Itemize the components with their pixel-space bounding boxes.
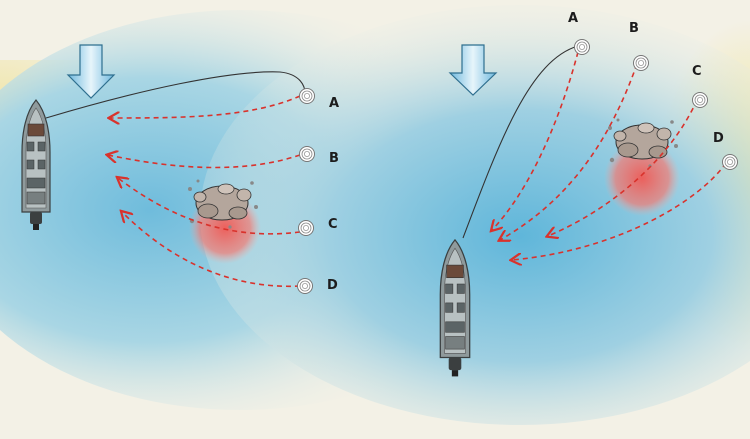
lure-splash-icon [297, 278, 313, 294]
current-arrow-icon [66, 44, 116, 99]
lure-splash-icon [298, 220, 314, 236]
retrieve-path-left-d [122, 212, 301, 288]
label-left-c: C [328, 217, 338, 232]
label-left-a: A [329, 96, 339, 111]
label-right-c: C [692, 64, 702, 79]
hot-zone-right [604, 140, 680, 216]
label-right-d: D [713, 131, 724, 146]
retrieve-path-right-b [500, 63, 638, 240]
label-right-a: A [568, 11, 578, 26]
label-left-d: D [327, 278, 338, 293]
lure-splash-icon [633, 55, 649, 71]
fishing-line-left [45, 71, 306, 119]
fishing-line-right [462, 45, 579, 239]
lure-splash-icon [299, 146, 315, 162]
retrieve-path-right-c [548, 99, 698, 236]
water-right [200, 5, 750, 425]
retrieve-path-right-d [512, 162, 727, 260]
boat-icon [439, 239, 471, 378]
current-arrow-icon [448, 44, 498, 96]
retrieve-path-left-c [118, 178, 301, 235]
label-right-b: B [629, 21, 639, 36]
label-left-b: B [329, 151, 339, 166]
boat-icon [21, 99, 51, 231]
lure-splash-icon [692, 92, 708, 108]
lure-splash-icon [299, 88, 315, 104]
lure-splash-icon [722, 154, 738, 170]
retrieve-path-left-a [110, 95, 301, 118]
lure-splash-icon [574, 39, 590, 55]
